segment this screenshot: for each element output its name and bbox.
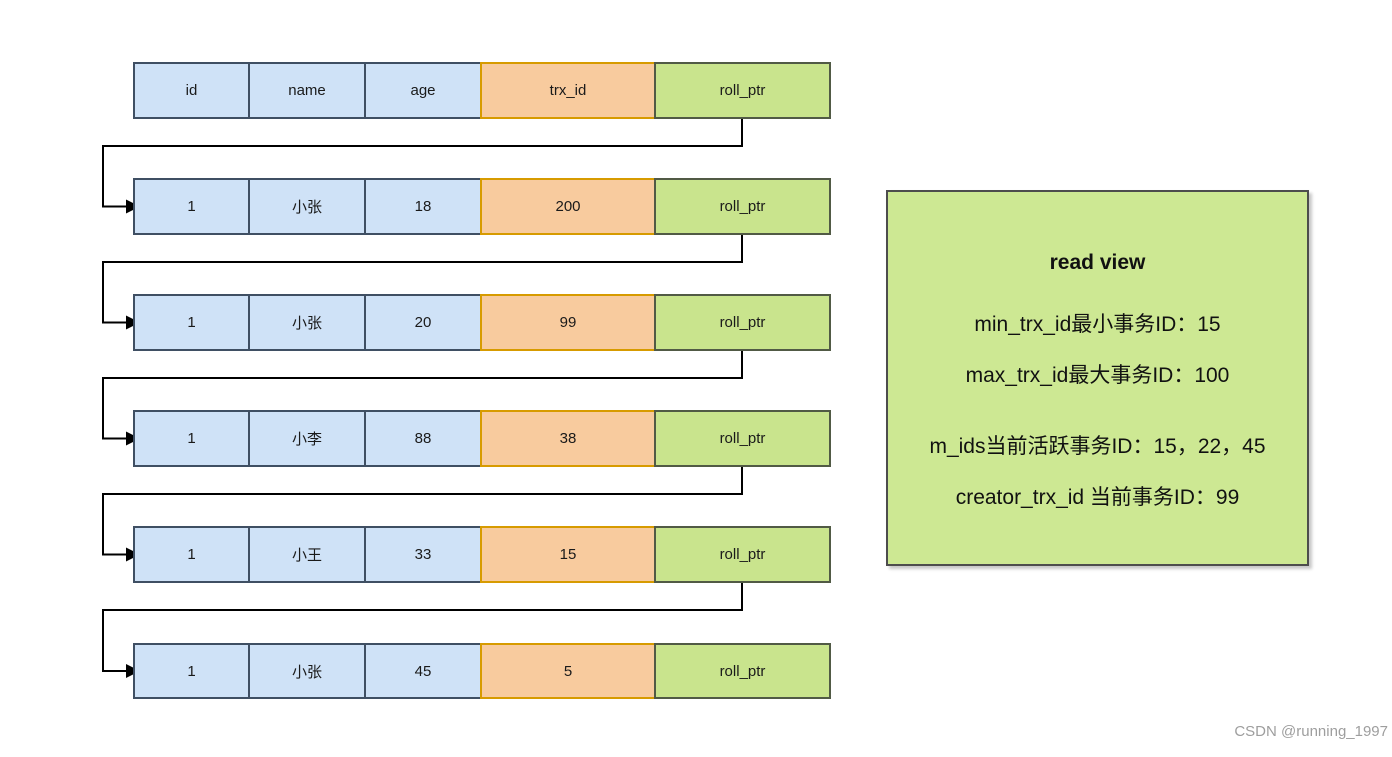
cell-id: 1 (133, 410, 250, 467)
cell-age: 33 (364, 526, 482, 583)
read-view-max-trx-id: max_trx_id最大事务ID：100 (965, 364, 1230, 387)
version-row-3: 1 小李 88 38 roll_ptr (133, 410, 831, 467)
cell-name: 小张 (248, 643, 366, 699)
read-view-min-trx-id: min_trx_id最小事务ID：15 (974, 313, 1221, 336)
cell-roll-ptr: roll_ptr (654, 526, 831, 583)
cell-name: 小李 (248, 410, 366, 467)
version-row-4: 1 小王 33 15 roll_ptr (133, 526, 831, 583)
cell-trx-id: 5 (480, 643, 656, 699)
cell-id: 1 (133, 526, 250, 583)
cell-age: 20 (364, 294, 482, 351)
header-row: id name age trx_id roll_ptr (133, 62, 831, 119)
cell-name: 小张 (248, 294, 366, 351)
cell-trx-id: 200 (480, 178, 656, 235)
version-row-5: 1 小张 45 5 roll_ptr (133, 643, 831, 699)
cell-trx-id: 99 (480, 294, 656, 351)
cell-age: 18 (364, 178, 482, 235)
cell-trx-id: 38 (480, 410, 656, 467)
header-cell-trx-id: trx_id (480, 62, 656, 119)
version-row-1: 1 小张 18 200 roll_ptr (133, 178, 831, 235)
cell-id: 1 (133, 294, 250, 351)
cell-roll-ptr: roll_ptr (654, 178, 831, 235)
csdn-watermark: CSDN @running_1997 (1234, 723, 1388, 740)
cell-name: 小张 (248, 178, 366, 235)
read-view-creator-trx-id: creator_trx_id 当前事务ID：99 (955, 486, 1240, 509)
cell-age: 45 (364, 643, 482, 699)
cell-roll-ptr: roll_ptr (654, 643, 831, 699)
cell-id: 1 (133, 178, 250, 235)
version-row-2: 1 小张 20 99 roll_ptr (133, 294, 831, 351)
cell-trx-id: 15 (480, 526, 656, 583)
cell-age: 88 (364, 410, 482, 467)
cell-id: 1 (133, 643, 250, 699)
header-cell-roll-ptr: roll_ptr (654, 62, 831, 119)
header-cell-name: name (248, 62, 366, 119)
cell-roll-ptr: roll_ptr (654, 410, 831, 467)
read-view-m-ids: m_ids当前活跃事务ID：15，22，45 (929, 435, 1266, 458)
header-cell-id: id (133, 62, 250, 119)
read-view-title: read view (1049, 251, 1146, 274)
read-view-box: read view min_trx_id最小事务ID：15 max_trx_id… (886, 190, 1309, 566)
header-cell-age: age (364, 62, 482, 119)
cell-roll-ptr: roll_ptr (654, 294, 831, 351)
cell-name: 小王 (248, 526, 366, 583)
